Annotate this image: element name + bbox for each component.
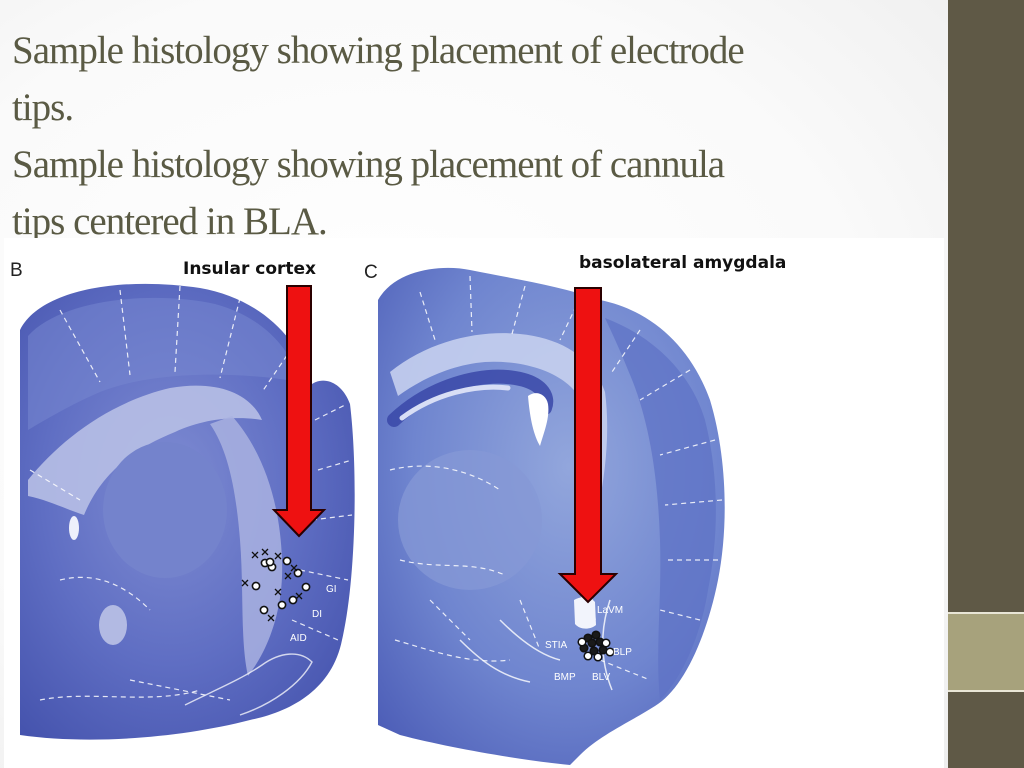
region-label-blp: BLP xyxy=(613,647,632,658)
panel-b-commissure xyxy=(99,605,127,645)
region-label-lavm: LaVM xyxy=(597,605,623,616)
title-line-1: Sample histology showing placement of el… xyxy=(12,29,745,72)
panel-b-letter: B xyxy=(10,260,23,281)
slide-canvas: Sample histology showing placement of el… xyxy=(0,0,948,768)
panel-b-outline xyxy=(184,653,313,716)
region-label-blv: BLV xyxy=(592,672,610,683)
panel-b-white-matter xyxy=(28,385,262,515)
sidebar-divider-top xyxy=(948,612,1024,614)
sidebar-accent-block xyxy=(948,614,1024,690)
region-label-gi: GI xyxy=(326,584,337,595)
panel-c-boundary-lines xyxy=(389,275,723,681)
panel-c-red-arrow xyxy=(557,287,619,604)
sidebar-divider-bottom xyxy=(948,690,1024,692)
panel-c-cannula-tract xyxy=(574,597,596,629)
region-label-bmp: BMP xyxy=(554,672,576,683)
panel-c-thalamus xyxy=(398,450,542,590)
panel-c-outer-cortex xyxy=(605,318,716,700)
panel-c-ventricle xyxy=(528,393,549,446)
slide-title: Sample histology showing placement of el… xyxy=(12,22,932,250)
panel-c-hippocampus xyxy=(387,369,554,427)
region-label-di: DI xyxy=(312,609,322,620)
panel-c-section: C LaVM STIA BLP BMP BLV xyxy=(364,262,725,765)
panel-b-striatum xyxy=(103,442,227,578)
title-line-3: Sample histology showing placement of ca… xyxy=(12,143,725,186)
region-label-aid: AID xyxy=(290,633,307,644)
panel-b-electrode-markers xyxy=(241,548,311,622)
panel-b-ventricle xyxy=(69,516,79,540)
panel-b-red-arrow xyxy=(271,285,327,538)
histology-figure: B GI DI AID xyxy=(4,238,944,768)
panel-b-section: B GI DI AID xyxy=(10,260,355,740)
title-line-4: tips centered in BLA. xyxy=(12,200,328,243)
panel-c-hippocampus-inner xyxy=(399,384,511,421)
title-line-2: tips. xyxy=(12,86,74,129)
panel-c-cannula-markers xyxy=(577,630,615,662)
callout-insular-cortex: Insular cortex xyxy=(183,259,317,279)
panel-c-letter: C xyxy=(364,262,378,283)
panel-b-cortex-layer xyxy=(28,297,300,430)
callout-basolateral-amygdala: basolateral amygdala xyxy=(579,253,787,273)
region-label-stia: STIA xyxy=(545,640,568,651)
